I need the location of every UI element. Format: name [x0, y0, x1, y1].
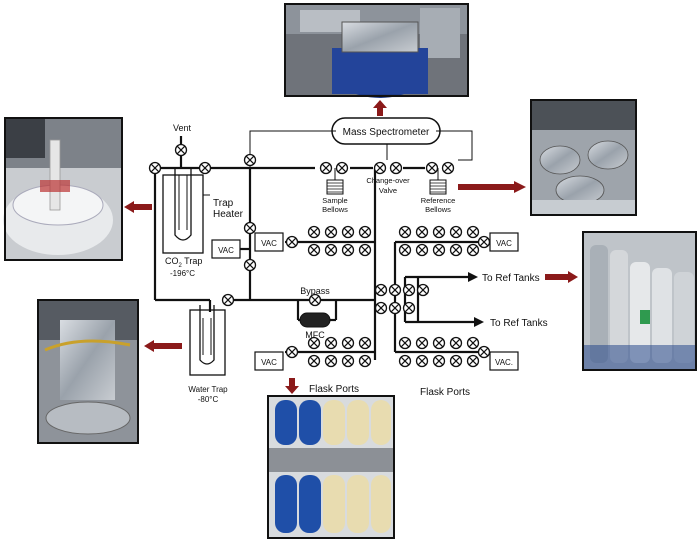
arrow-to-co2-photo [124, 201, 152, 213]
water-trap-label: Water Trap [188, 385, 228, 394]
vac-label-mid: VAC [261, 239, 277, 248]
mass-spectrometer-label: Mass Spectrometer [343, 127, 430, 138]
vac-label-bottom-right: VAC. [495, 358, 513, 367]
flask-ports-label-left: Flask Ports [309, 384, 359, 395]
reference-bellows [429, 168, 447, 195]
mfc-label: MFC [305, 330, 325, 340]
photo-ref-tanks [582, 231, 697, 371]
bypass-label: Bypass [300, 286, 330, 296]
co2-trap-label: CO2 Trap [165, 256, 202, 269]
labels: Mass Spectrometer Vent Trap Heater CO2 T… [165, 123, 548, 404]
piping [153, 117, 519, 376]
changeover-label-1: Change-over [366, 176, 410, 185]
to-ref-tanks-label-2: To Ref Tanks [490, 318, 548, 329]
arrow-to-tanks-photo [545, 271, 578, 283]
co2-trap-vessel [162, 174, 204, 254]
trap-heater-label-2: Heater [213, 209, 244, 220]
arrow-to-water-photo [144, 340, 182, 352]
vac-label-left: VAC [218, 246, 234, 255]
sample-bellows-label-1: Sample [322, 196, 347, 205]
flask-ports-label-right: Flask Ports [420, 387, 470, 398]
sample-bellows [326, 168, 344, 195]
photo-co2-trap [3, 117, 123, 261]
vac-label-right-top: VAC [496, 239, 512, 248]
arrow-to-flasks-photo [285, 378, 299, 394]
arrow-to-mass-spec-photo [373, 100, 387, 116]
photo-reference-bellows [530, 99, 637, 216]
reference-bellows-label-2: Bellows [425, 205, 451, 214]
trap-heater-label-1: Trap [213, 198, 234, 209]
reference-bellows-label-1: Reference [421, 196, 456, 205]
co2-temp-label: -196°C [170, 269, 195, 278]
photo-mass-spectrometer [284, 3, 469, 98]
vent-label: Vent [173, 123, 192, 133]
photo-arrows [124, 100, 578, 394]
water-temp-label: -80°C [198, 395, 219, 404]
changeover-label-2: Valve [379, 186, 397, 195]
vac-label-bottom-left: VAC [261, 358, 277, 367]
photo-flasks [267, 395, 395, 539]
to-ref-tanks-label-1: To Ref Tanks [482, 273, 540, 284]
water-trap-vessel [189, 309, 226, 376]
photo-water-trap [37, 299, 139, 444]
sample-bellows-label-2: Bellows [322, 205, 348, 214]
arrow-to-bellows-photo [458, 181, 526, 193]
